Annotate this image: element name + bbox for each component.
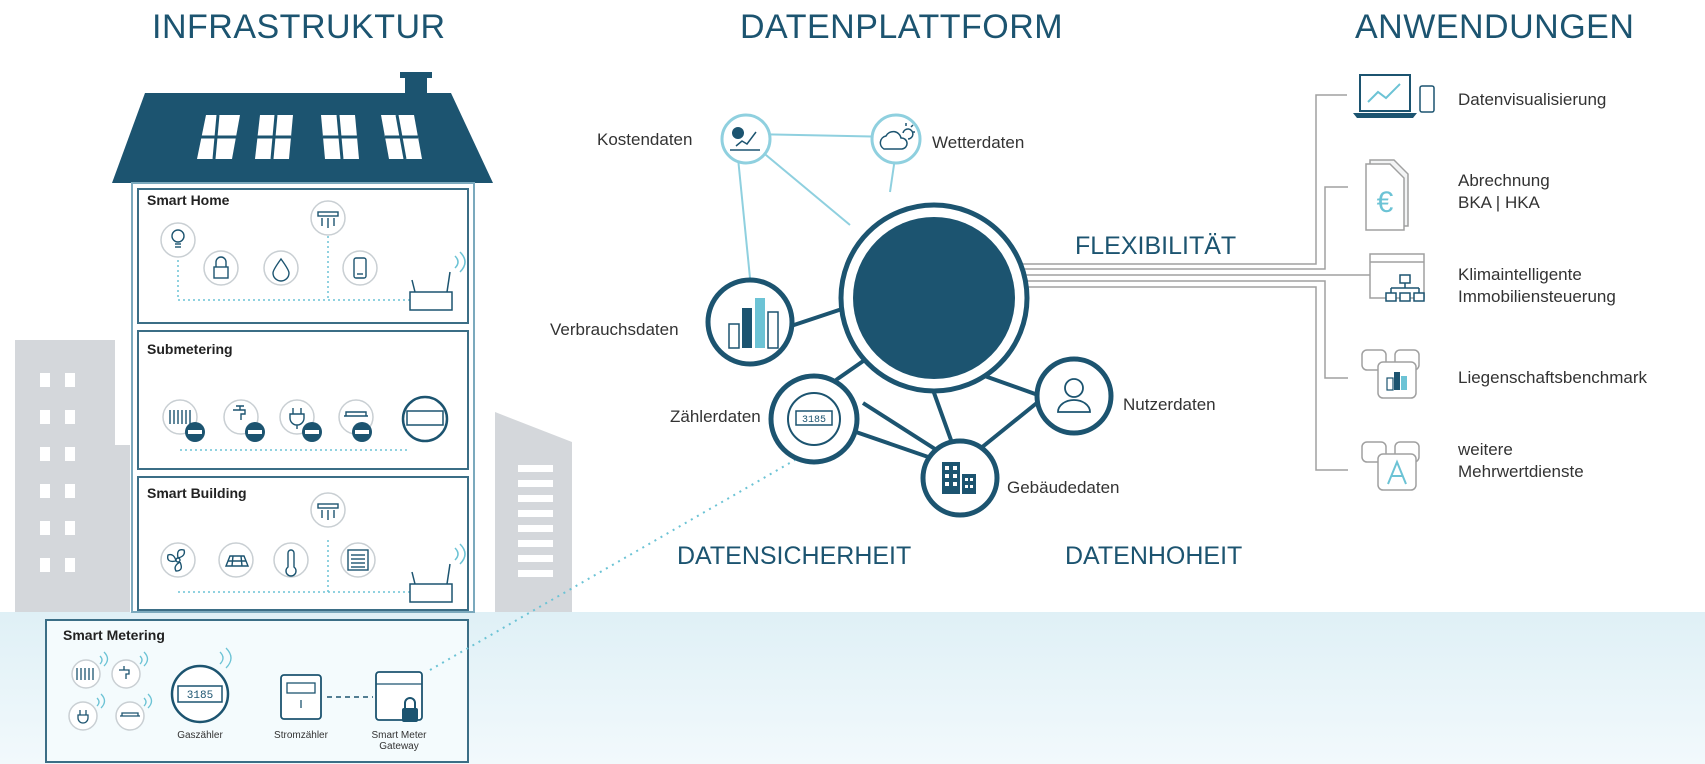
benchmark-icon: [1361, 349, 1420, 399]
lock-icon: [203, 250, 239, 286]
smart-metering-icons: 3185: [68, 647, 423, 731]
background-building-right: [495, 412, 572, 612]
submetering-icons: [162, 395, 449, 451]
floor-title-submetering: Submetering: [147, 341, 233, 357]
label-zaehlerdaten: Zählerdaten: [670, 407, 761, 426]
main-building: [45, 72, 493, 763]
floor-title-smart-building: Smart Building: [147, 485, 247, 501]
app-weitere-line2: Mehrwertdienste: [1458, 462, 1584, 481]
data-platform-hub: [838, 202, 1030, 394]
application-lines: [1014, 94, 1370, 471]
app-benchmark: Liegenschaftsbenchmark: [1458, 368, 1648, 387]
node-wetterdaten: [870, 113, 922, 165]
label-nutzerdaten: Nutzerdaten: [1123, 395, 1216, 414]
app-abrechnung-line2: BKA | HKA: [1458, 193, 1540, 212]
fan-icon: [160, 542, 196, 578]
background-building-left: [15, 340, 130, 612]
label-wetterdaten: Wetterdaten: [932, 133, 1025, 152]
label-datenhoheit: DATENHOHEIT: [1065, 542, 1243, 570]
laptop-chart-icon: [1353, 74, 1435, 118]
floor-smart-building: [137, 476, 469, 611]
app-weitere-line1: weitere: [1458, 440, 1513, 459]
label-verbrauchsdaten: Verbrauchsdaten: [550, 320, 679, 339]
building-control-icon: [1369, 253, 1425, 302]
label-gateway-line2: Gateway: [379, 741, 419, 752]
gas-meter-icon: 3185: [170, 664, 230, 724]
heading-infrastruktur: INFRASTRUKTUR: [152, 8, 446, 46]
smart-home-icons: [160, 200, 466, 311]
label-gaszaehler: Gaszähler: [177, 730, 223, 741]
node-nutzerdaten: [1034, 356, 1114, 436]
thermometer-icon: [273, 542, 309, 578]
gateway-icon: [375, 671, 423, 722]
euro-document-icon: €: [1365, 159, 1409, 231]
sm-plug-icon: [68, 701, 98, 731]
sb-router-icon: [409, 543, 466, 603]
blinds-icon: [340, 542, 376, 578]
node-gebaeudedaten: [920, 438, 1000, 518]
label-stromzaehler: Stromzähler: [274, 730, 328, 741]
heading-anwendungen: ANWENDUNGEN: [1355, 8, 1635, 46]
app-abrechnung-line1: Abrechnung: [1458, 171, 1550, 190]
power-meter-icon: [280, 674, 322, 720]
floor-title-smart-home: Smart Home: [147, 192, 230, 208]
router-icon: [409, 251, 466, 311]
gateway-link: [429, 459, 796, 671]
app-klima-line2: Immobiliensteuerung: [1458, 287, 1616, 306]
solar-icon: [218, 542, 254, 578]
bulb-icon: [160, 222, 196, 258]
smart-building-icons: [160, 492, 466, 603]
node-verbrauchsdaten: [705, 277, 795, 367]
svg-text:€: €: [1377, 186, 1394, 219]
label-gebaeudedaten: Gebäudedaten: [1007, 478, 1120, 497]
floor-title-smart-metering: Smart Metering: [63, 627, 165, 643]
appstore-icon: [1361, 441, 1420, 491]
sm-radiator-icon: [71, 659, 101, 689]
roof: [112, 93, 493, 183]
label-gateway-line1: Smart Meter: [371, 730, 427, 741]
gas-meter-display: 3185: [187, 690, 213, 702]
drop-icon: [263, 250, 299, 286]
node-zaehlerdaten: 3185: [768, 373, 860, 465]
label-datensicherheit: DATENSICHERHEIT: [677, 542, 912, 570]
phone-icon: [342, 250, 378, 286]
app-datenvisualisierung: Datenvisualisierung: [1458, 90, 1607, 109]
app-klima-line1: Klimaintelligente: [1458, 265, 1582, 284]
zaehler-node-display: 3185: [802, 415, 826, 426]
submeter-gas-meter-icon: [401, 395, 449, 443]
label-flexibilitaet: FLEXIBILITÄT: [1075, 232, 1237, 260]
heading-datenplattform: DATENPLATTFORM: [740, 8, 1064, 46]
node-kostendaten: [720, 113, 772, 165]
label-kostendaten: Kostendaten: [597, 130, 693, 149]
